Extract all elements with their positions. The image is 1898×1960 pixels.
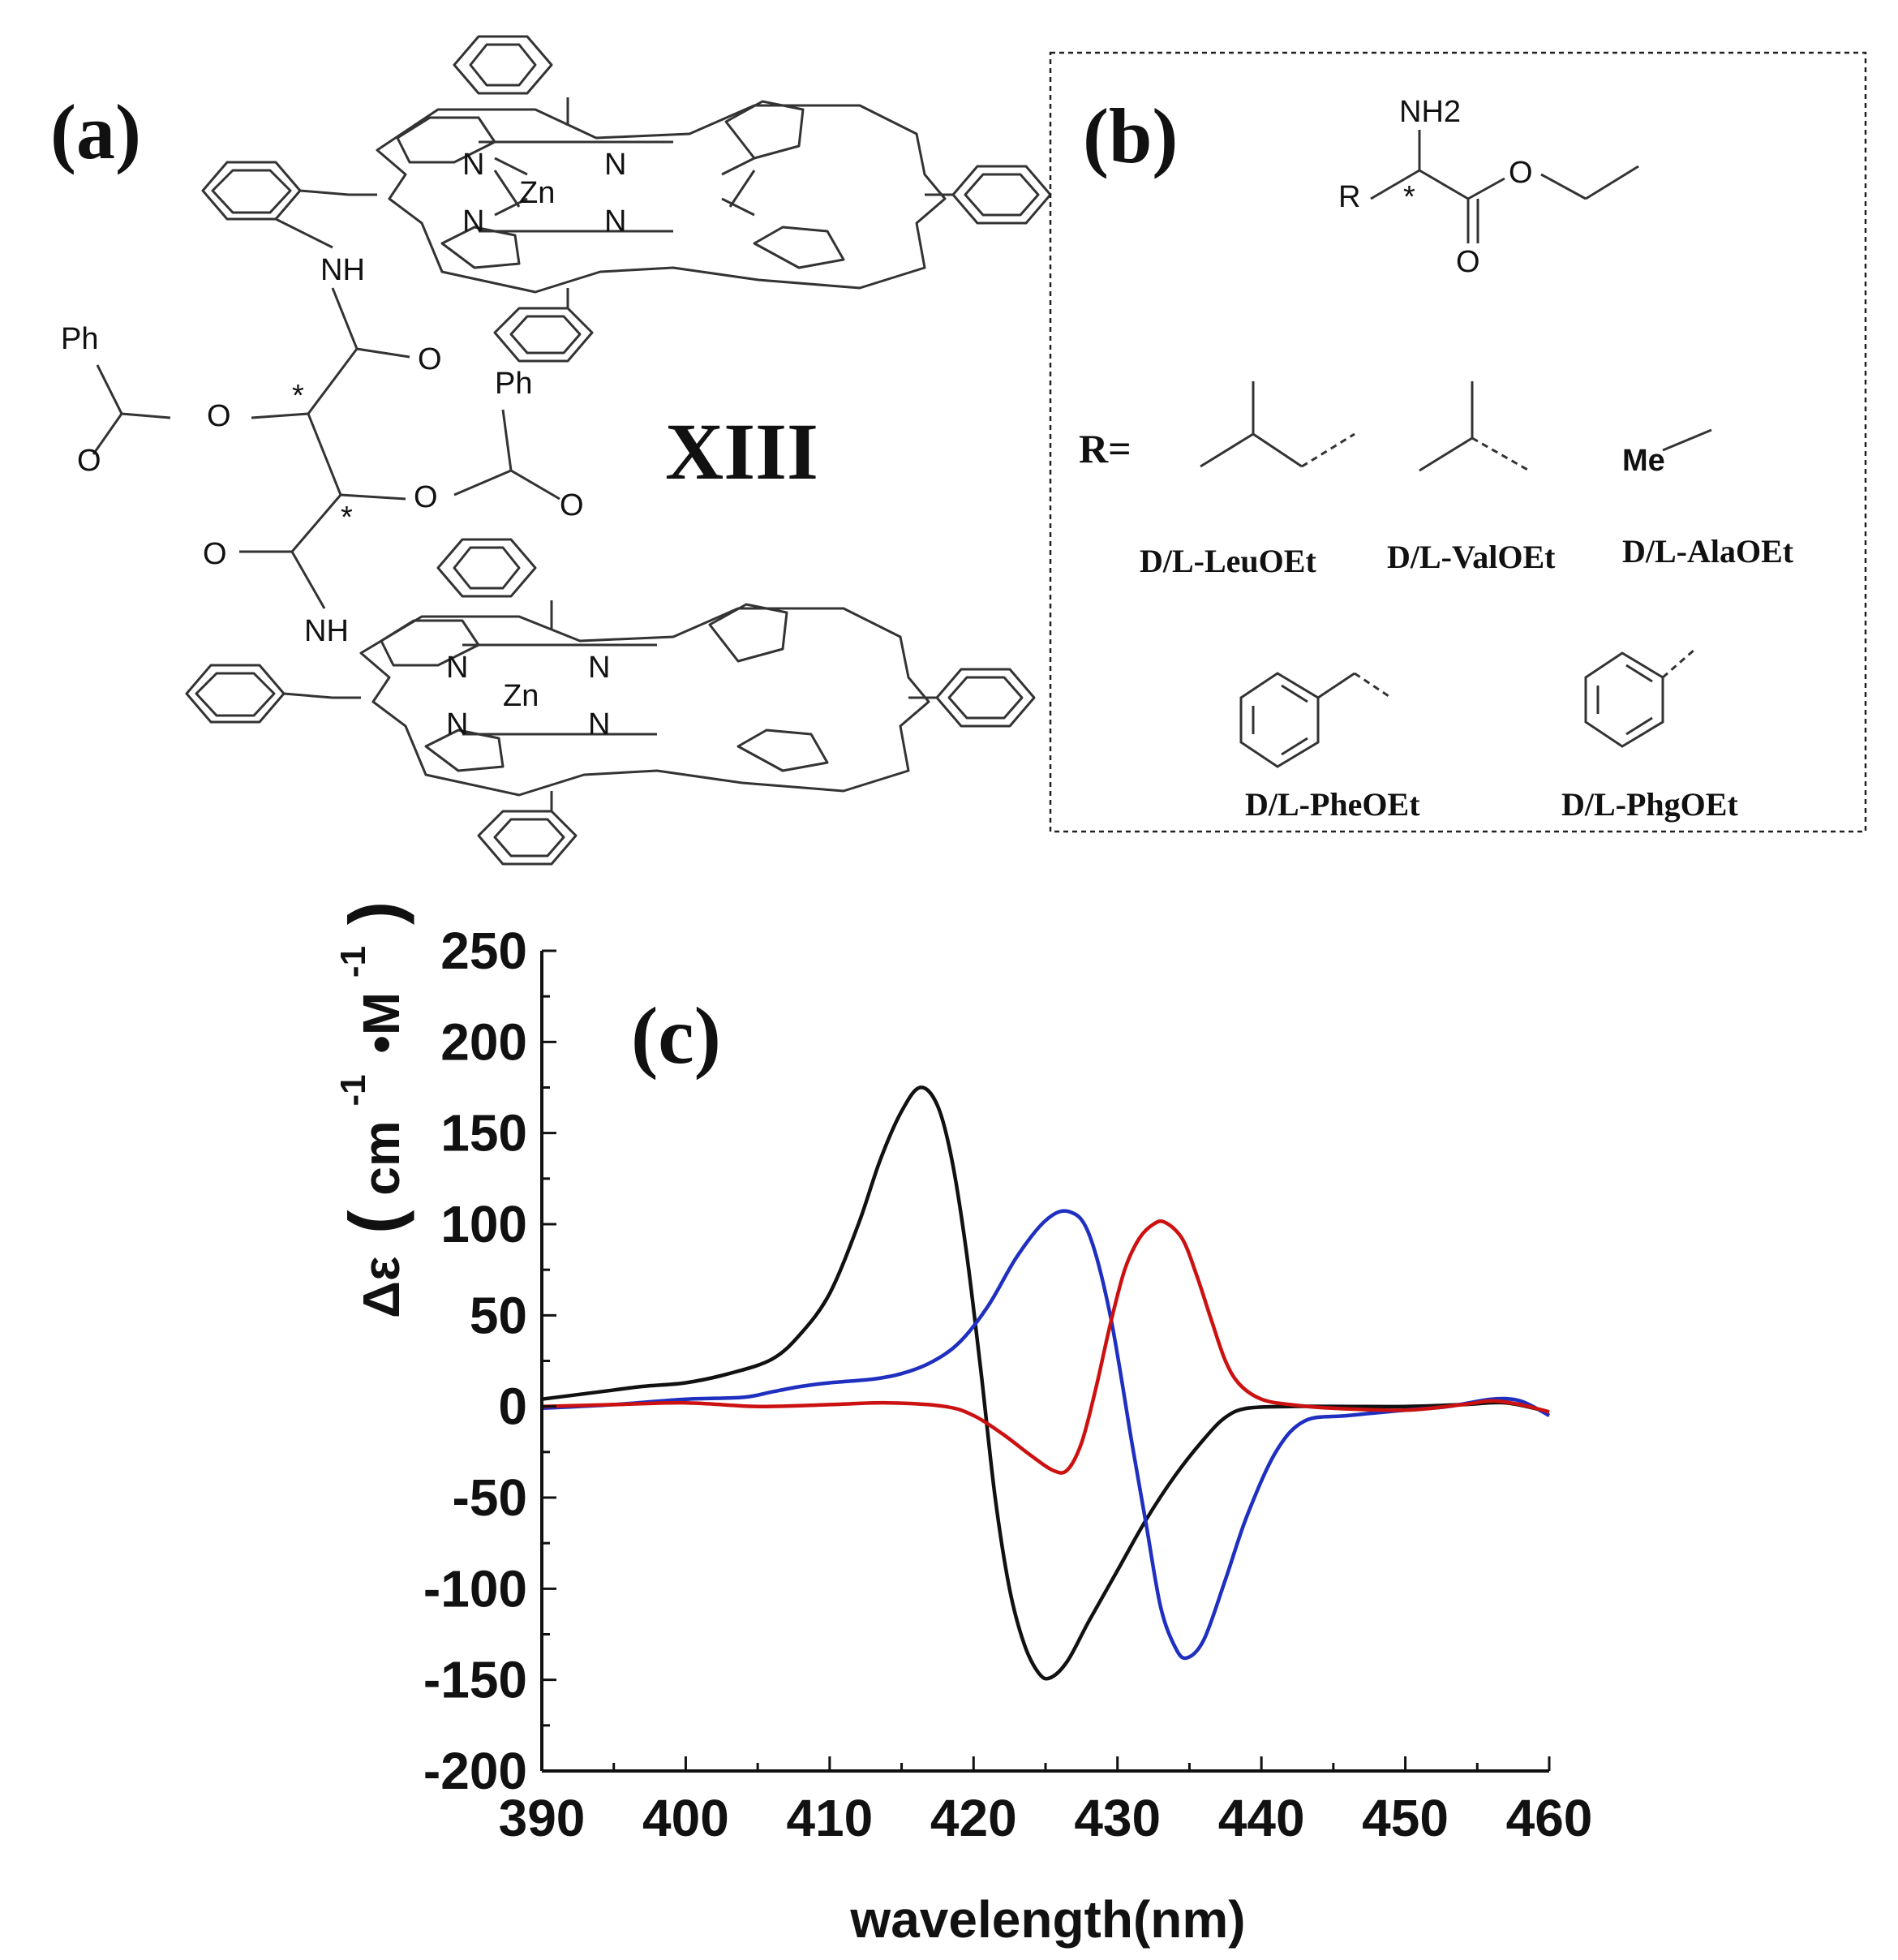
y-tick-label: 0: [498, 1378, 527, 1436]
ala-label: D/L-AlaOEt: [1622, 533, 1794, 570]
y-tick-label: -50: [453, 1468, 528, 1527]
y-tick-label: -150: [423, 1651, 527, 1709]
x-tick-label: 460: [1506, 1789, 1593, 1847]
y-axis-title: Δε ( cm -1 •M -1 ): [318, 901, 414, 1318]
phe-label: D/L-PheOEt: [1245, 786, 1420, 823]
y-tick-label: -100: [423, 1559, 527, 1618]
panel-b: (b) NH2 R * O O R=: [1049, 51, 1867, 833]
phe-side-chain: [1239, 672, 1392, 768]
panel-a-label: (a): [50, 88, 141, 175]
phg-label: D/L-PhgOEt: [1561, 786, 1738, 823]
cd-chart: 390 400 410 420 430 440 450 460 250 200 150 100 50 0…: [318, 901, 1592, 1949]
lower-n1: N: [446, 651, 468, 685]
linker-o-1: O: [418, 342, 442, 376]
linker-o-6: O: [203, 537, 227, 571]
panel-b-label: (b): [1083, 92, 1178, 179]
x-axis-title: wavelength(nm): [849, 1890, 1245, 1949]
x-tick-label: 390: [499, 1789, 586, 1847]
linker-ph-1: Ph: [61, 322, 98, 356]
series-layer: [541, 1085, 1551, 1681]
x-tick-label: 440: [1218, 1789, 1305, 1847]
lower-n4: N: [588, 707, 610, 741]
y-axis-open-paren: (: [334, 1210, 414, 1234]
b-o-ring: O: [1509, 156, 1533, 190]
y-tick-label: 150: [440, 1104, 527, 1163]
y-tick-label: 100: [440, 1195, 527, 1253]
linker-star-1: *: [292, 379, 304, 413]
leu-label: D/L-LeuOEt: [1140, 543, 1316, 579]
upper-n1: N: [462, 148, 484, 182]
ala-side-chain: [1662, 428, 1712, 452]
lower-n2: N: [588, 651, 610, 685]
linker-ph-2: Ph: [495, 367, 532, 401]
plot-area: 390 400 410 420 430 440 450 460 250 200 150 100 50 0…: [423, 922, 1592, 1847]
linker-o-2: O: [207, 399, 231, 433]
linker-nh-upper: NH: [320, 253, 365, 287]
y-tick-label: 250: [440, 922, 527, 980]
y-axis-cm: cm: [352, 1120, 410, 1196]
axes-layer: [540, 949, 1551, 1773]
cd-curve-red: [541, 1219, 1550, 1475]
upper-zn: Zn: [519, 176, 555, 210]
linker-o-4: O: [414, 480, 438, 514]
linker-star-2: *: [341, 501, 353, 535]
x-tick-label: 420: [930, 1789, 1017, 1847]
cd-curve-blue: [541, 1209, 1551, 1661]
r-label: R: [1338, 180, 1360, 214]
nh2-label: NH2: [1399, 95, 1461, 129]
svg-text:Δε ( cm: Δε ( cm -1 •M -1 ): [318, 901, 414, 1318]
y-axis-exp1: -1: [333, 1074, 373, 1106]
upper-n4: N: [604, 204, 626, 239]
panel-b-frame: [1049, 51, 1867, 833]
panel-c-label: (c): [631, 991, 721, 1081]
leu-side-chain: [1200, 381, 1355, 468]
upper-porphyrin: [201, 35, 1052, 363]
x-tick-label: 410: [786, 1789, 873, 1847]
y-axis-close-paren: ): [334, 901, 414, 925]
y-axis-exp2: -1: [333, 946, 373, 978]
cd-curve-black: [541, 1085, 1550, 1681]
y-tick-label: -200: [423, 1742, 527, 1800]
linker-o-5: O: [560, 488, 584, 522]
y-axis-dot-m: •M: [352, 992, 410, 1054]
lower-n3: N: [446, 707, 468, 741]
upper-n3: N: [462, 204, 484, 239]
panel-a: (a) XIII: [50, 35, 1052, 866]
amino-ester-structure: [1370, 130, 1639, 243]
val-label: D/L-ValOEt: [1387, 539, 1556, 575]
linker: [92, 217, 560, 609]
linker-o-3: O: [77, 444, 101, 478]
phg-side-chain: [1584, 647, 1696, 748]
y-tick-label: 200: [440, 1012, 527, 1071]
me-label: Me: [1622, 444, 1665, 478]
x-tick-label: 450: [1362, 1789, 1449, 1847]
b-o-carbonyl: O: [1456, 245, 1480, 279]
x-tick-labels: 390 400 410 420 430 440 450 460: [499, 1789, 1593, 1847]
compound-label: XIII: [665, 406, 818, 496]
lower-zn: Zn: [503, 679, 539, 713]
y-axis-symbol: Δε: [352, 1257, 410, 1318]
upper-n2: N: [604, 148, 626, 182]
linker-nh-lower: NH: [304, 614, 349, 648]
lower-porphyrin: [185, 538, 1036, 866]
x-tick-label: 430: [1074, 1789, 1161, 1847]
x-tick-label: 400: [642, 1789, 729, 1847]
b-star: *: [1403, 180, 1415, 214]
val-side-chain: [1419, 381, 1530, 472]
y-tick-label: 50: [470, 1286, 527, 1344]
y-tick-labels: 250 200 150 100 50 0 -50 -100 -150 -200: [423, 922, 527, 1800]
r-eq-label: R=: [1079, 426, 1132, 471]
